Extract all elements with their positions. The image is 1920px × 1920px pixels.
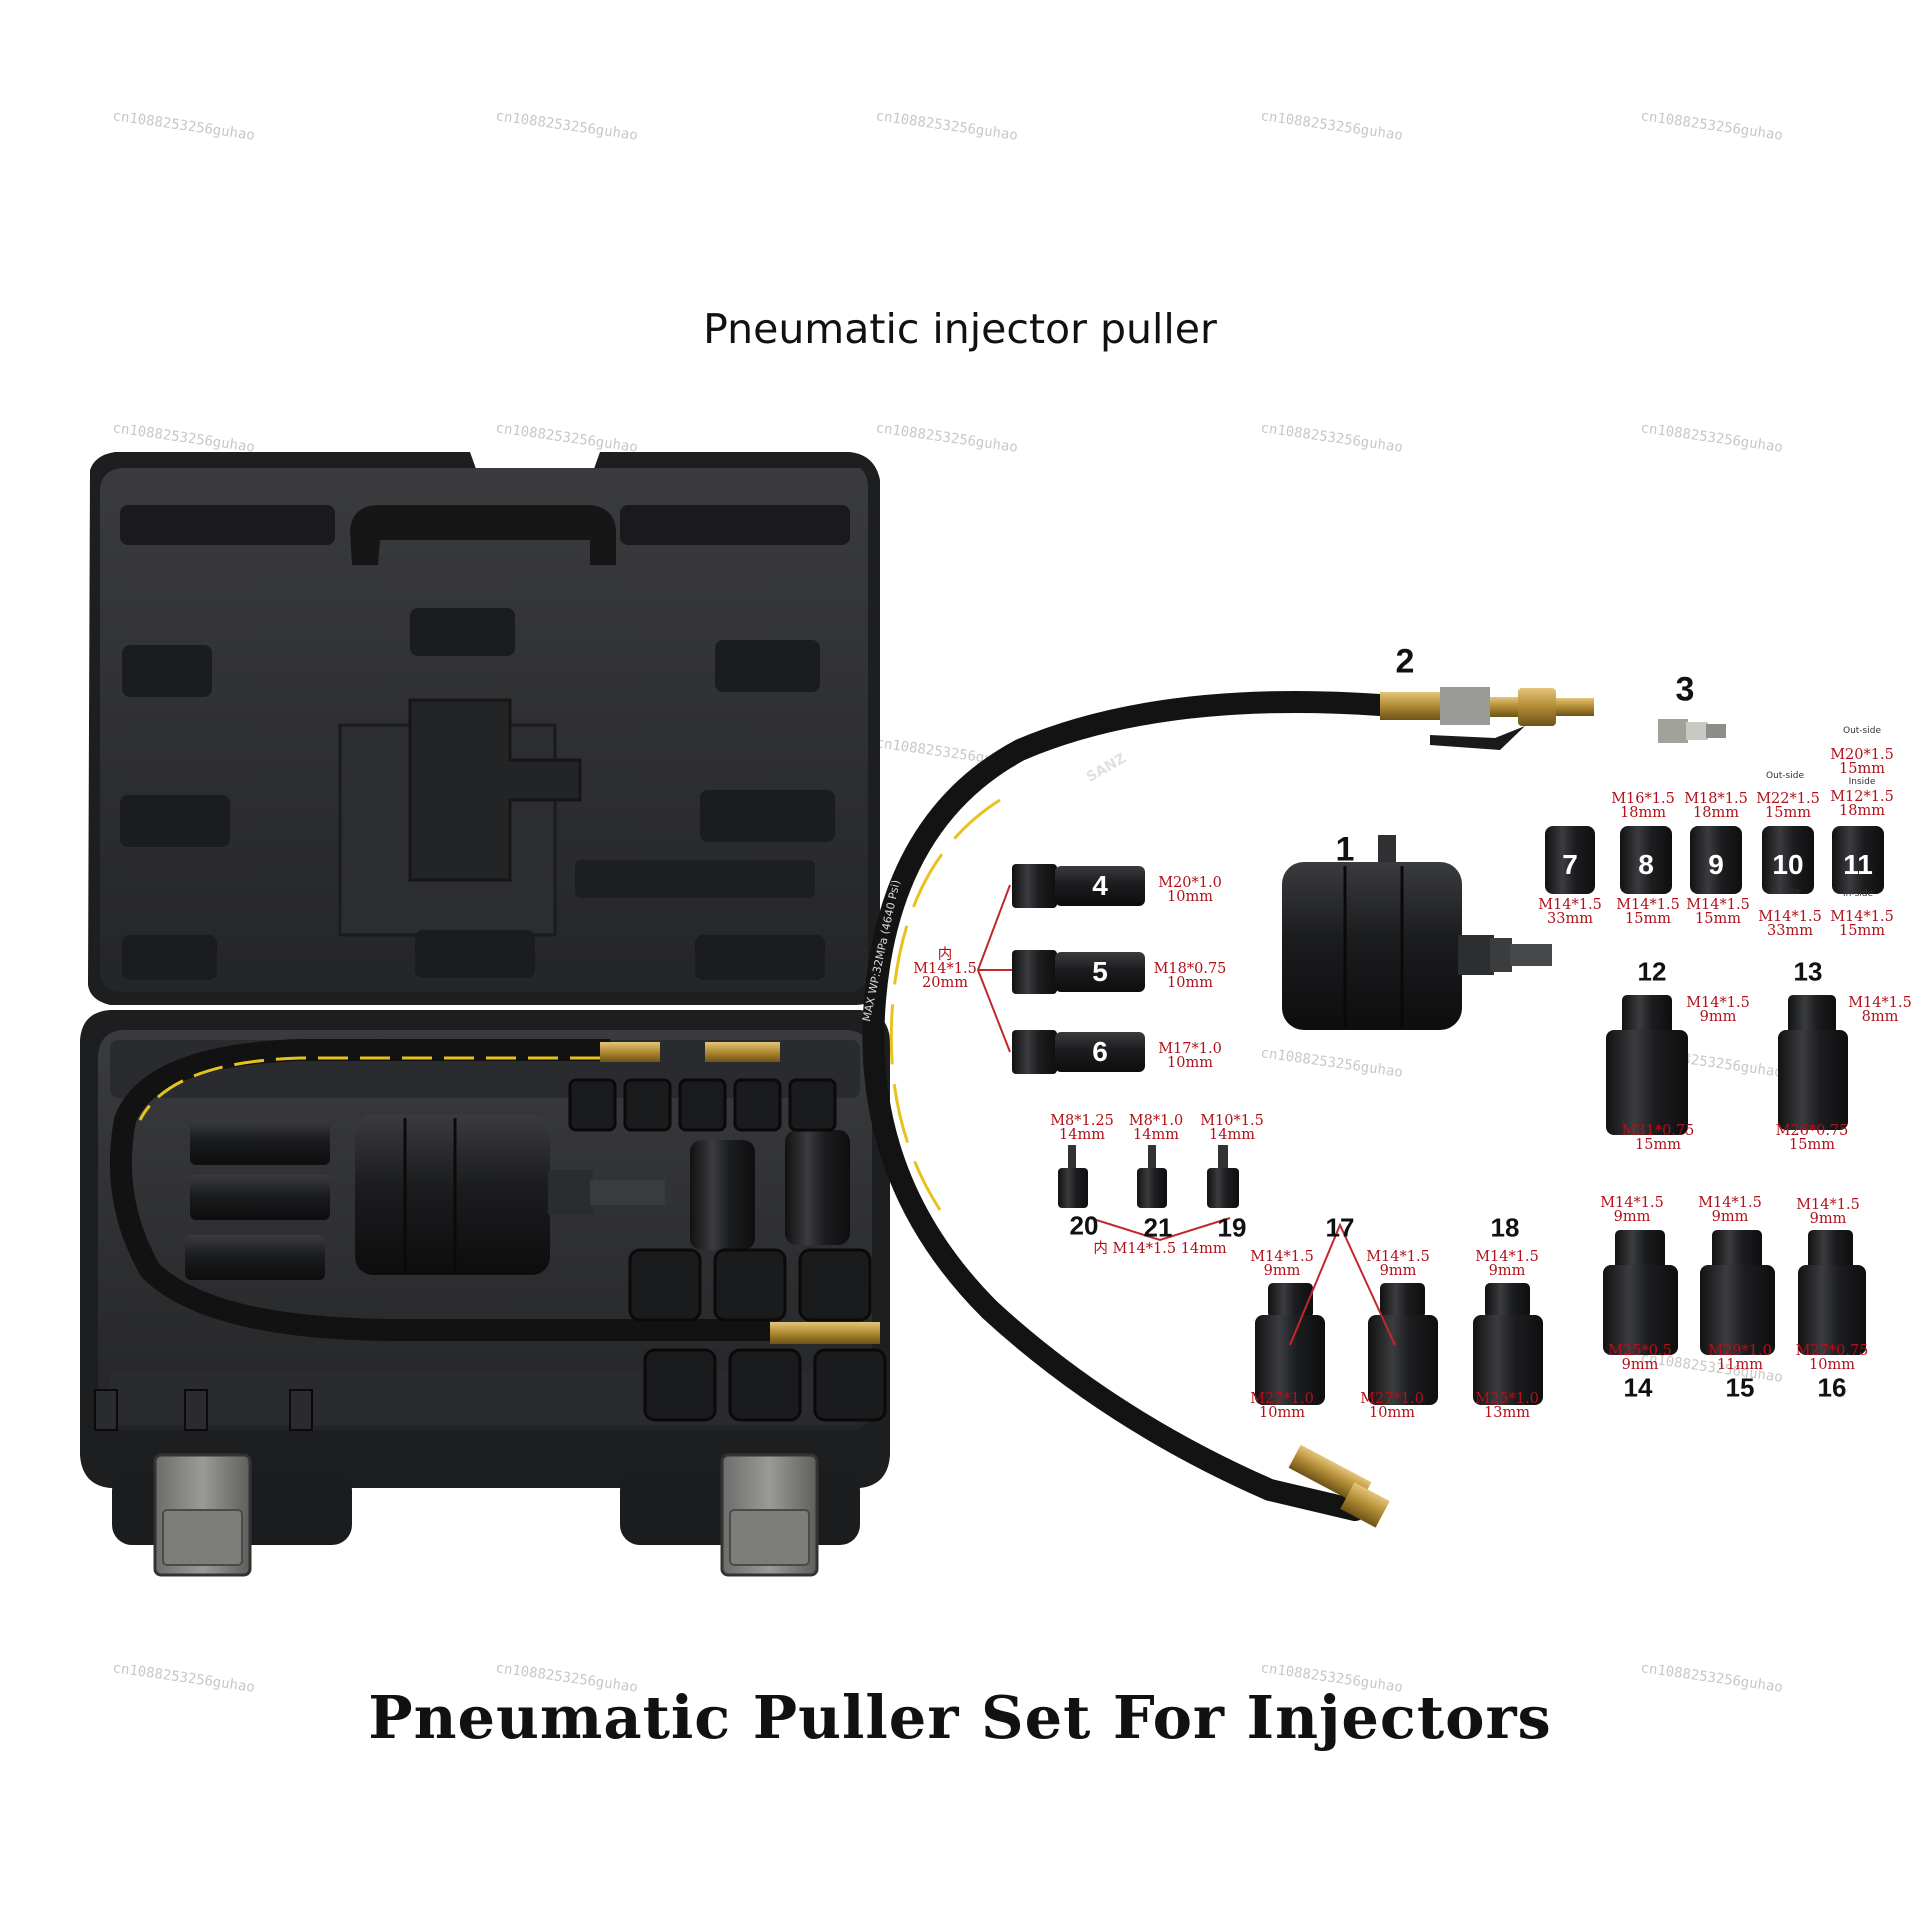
parts-12-13-sleeves [1606, 995, 1848, 1135]
case-lid [88, 452, 880, 1005]
air-hose [862, 687, 1594, 1528]
case-base [80, 1010, 890, 1577]
part-number-21: 21 [1143, 1212, 1173, 1243]
part-number-2: 2 [1395, 642, 1415, 681]
spec-11-inside-label: Inside [1848, 777, 1876, 787]
part-number-20: 20 [1069, 1210, 1099, 1241]
parts-14-15-16-sleeves [1603, 1230, 1866, 1355]
spec-10-inside-label: In-side [1769, 887, 1801, 897]
part-number-9: 9 [1708, 849, 1724, 880]
spec-10-outside-label: Out-side [1765, 771, 1805, 781]
part-number-19: 19 [1217, 1212, 1247, 1243]
spec-11-outside-label: Out-side [1842, 726, 1882, 736]
parts-17-18-sleeves [1255, 1222, 1543, 1405]
page-caption: Pneumatic Puller Set For Injectors [368, 1683, 1552, 1752]
parts-4-5-6-adapters [976, 864, 1145, 1074]
part-number-13: 13 [1793, 956, 1823, 987]
part-number-8: 8 [1638, 849, 1654, 880]
part-1-puller-body [1282, 835, 1552, 1030]
part-number-14: 14 [1623, 1372, 1653, 1403]
part-number-4: 4 [1092, 870, 1108, 901]
spec-19-20-21-shared: 内 M14*1.5 14mm [1093, 1241, 1227, 1257]
parts-7-11-nuts [1545, 826, 1884, 894]
part-number-11: 11 [1843, 849, 1873, 880]
part-number-3: 3 [1675, 670, 1695, 709]
part-number-5: 5 [1092, 956, 1108, 987]
part-3-coupler [1658, 719, 1726, 743]
part-number-16: 16 [1817, 1372, 1847, 1403]
part-number-1: 1 [1335, 830, 1355, 869]
part-number-17: 17 [1325, 1212, 1355, 1243]
part-number-7: 7 [1562, 849, 1578, 880]
part-number-18: 18 [1490, 1212, 1520, 1243]
part-number-6: 6 [1092, 1036, 1108, 1067]
part-number-15: 15 [1725, 1372, 1755, 1403]
parts-19-20-21-adapters [1058, 1145, 1239, 1242]
page-heading: Pneumatic injector puller [703, 305, 1217, 353]
part-number-12: 12 [1637, 956, 1667, 987]
part-number-10: 10 [1772, 849, 1804, 880]
spec-11-inside-label-2: In-side [1842, 889, 1874, 899]
